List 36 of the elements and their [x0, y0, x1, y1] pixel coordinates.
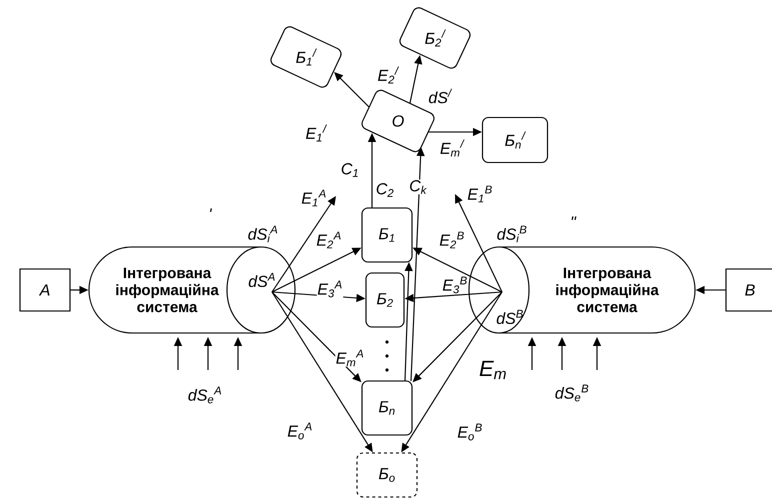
- edge-label: E$_{m}$A: [335, 349, 365, 367]
- side-label: dS$_{i}$A: [248, 226, 278, 242]
- dashed-box: Б$_{o}$: [356, 452, 418, 498]
- edge-label: E$_{3}$A: [316, 280, 344, 298]
- cylinder: Інтегрована інформаційна система dS$^{B}$: [468, 246, 696, 334]
- edge-label: E$_{o}$A: [286, 422, 314, 440]
- tilted-box: Б$_{2}$/: [399, 7, 471, 69]
- rounded-box: Б$_{2}$: [365, 272, 405, 328]
- edge-label: E$_{1}$/: [305, 124, 327, 142]
- node-label: Інтегрована інформаційна система: [556, 268, 659, 312]
- edge-label: E$_{1}$A: [300, 189, 328, 207]
- edge-label: E$_{2}$B: [438, 231, 466, 249]
- edge-label: E$_{m}$/: [439, 139, 465, 157]
- edge-label: E$_{m}$: [478, 360, 508, 380]
- side-label: dS$_{i}$B: [497, 226, 526, 242]
- rounded-box: Б$_{n}$: [361, 380, 413, 436]
- input-box: A: [19, 268, 71, 312]
- input-box: B: [725, 268, 772, 312]
- edge-label: E$_{3}$B: [442, 276, 468, 294]
- edge-label: E$_{2}$A: [316, 231, 342, 249]
- rounded-box: Б$_{n}$/: [482, 116, 548, 164]
- flow-label: dS$_{e}$A: [188, 386, 222, 404]
- cylinder: Інтегрована інформаційна система dS$^{A}$: [88, 246, 296, 334]
- rounded-box: Б$_{1}$: [361, 207, 413, 263]
- edge-label: E$_{2}$/: [377, 66, 399, 84]
- edge-label: C$_{1}$: [340, 162, 360, 178]
- side-label: ': [210, 208, 212, 212]
- edge-label: C$_{k}$: [408, 180, 428, 194]
- tilted-box: Б$_{1}$/: [270, 26, 342, 88]
- flow-label: dS$_{e}$B: [555, 384, 588, 402]
- flow-label: C$_{2}$: [376, 183, 394, 197]
- edge-label: E$_{o}$B: [456, 423, 484, 441]
- edge-label: E$_{1}$B: [466, 185, 494, 203]
- arrow: [334, 72, 370, 108]
- side-label: ": [572, 216, 576, 220]
- node-label: Інтегрована інформаційна система: [116, 268, 219, 312]
